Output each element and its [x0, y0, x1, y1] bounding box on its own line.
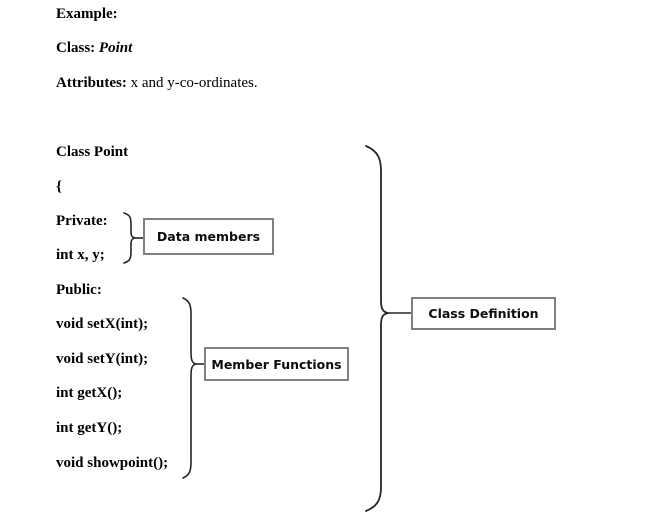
example-label: Example: — [56, 6, 118, 22]
code-line-showpoint: void showpoint(); — [56, 455, 169, 471]
code-line-public: Public: — [56, 282, 102, 298]
code-line-get-y: int getY(); — [56, 420, 123, 436]
class-name: Point — [98, 40, 133, 56]
class-label: Class: — [56, 40, 96, 56]
callout-data-members: Data members — [143, 218, 274, 255]
brace-member-functions — [182, 297, 197, 479]
brace-class-definition — [365, 145, 389, 512]
callout-class-definition-label: Class Definition — [428, 306, 539, 321]
attributes-label: Attributes: — [56, 75, 127, 91]
code-line-open-brace: { — [56, 179, 62, 195]
code-line-class-point: Class Point — [56, 144, 129, 160]
callout-member-functions: Member Functions — [204, 347, 349, 381]
callout-data-members-label: Data members — [156, 229, 261, 244]
callout-member-functions-label: Member Functions — [211, 356, 342, 372]
code-line-int-x-y: int x, y; — [56, 247, 105, 263]
attributes-value: x and y-co-ordinates. — [130, 75, 258, 91]
attributes-line: Attributes: x and y-co-ordinates. — [56, 74, 258, 92]
example-heading: Example: — [56, 5, 118, 23]
class-line: Class: Point — [56, 39, 132, 57]
code-line-private: Private: — [56, 213, 108, 229]
code-line-set-x: void setX(int); — [56, 316, 149, 332]
callout-class-definition: Class Definition — [411, 297, 556, 330]
code-line-set-y: void setY(int); — [56, 351, 149, 367]
brace-data-members — [123, 212, 137, 264]
code-line-get-x: int getX(); — [56, 385, 123, 401]
